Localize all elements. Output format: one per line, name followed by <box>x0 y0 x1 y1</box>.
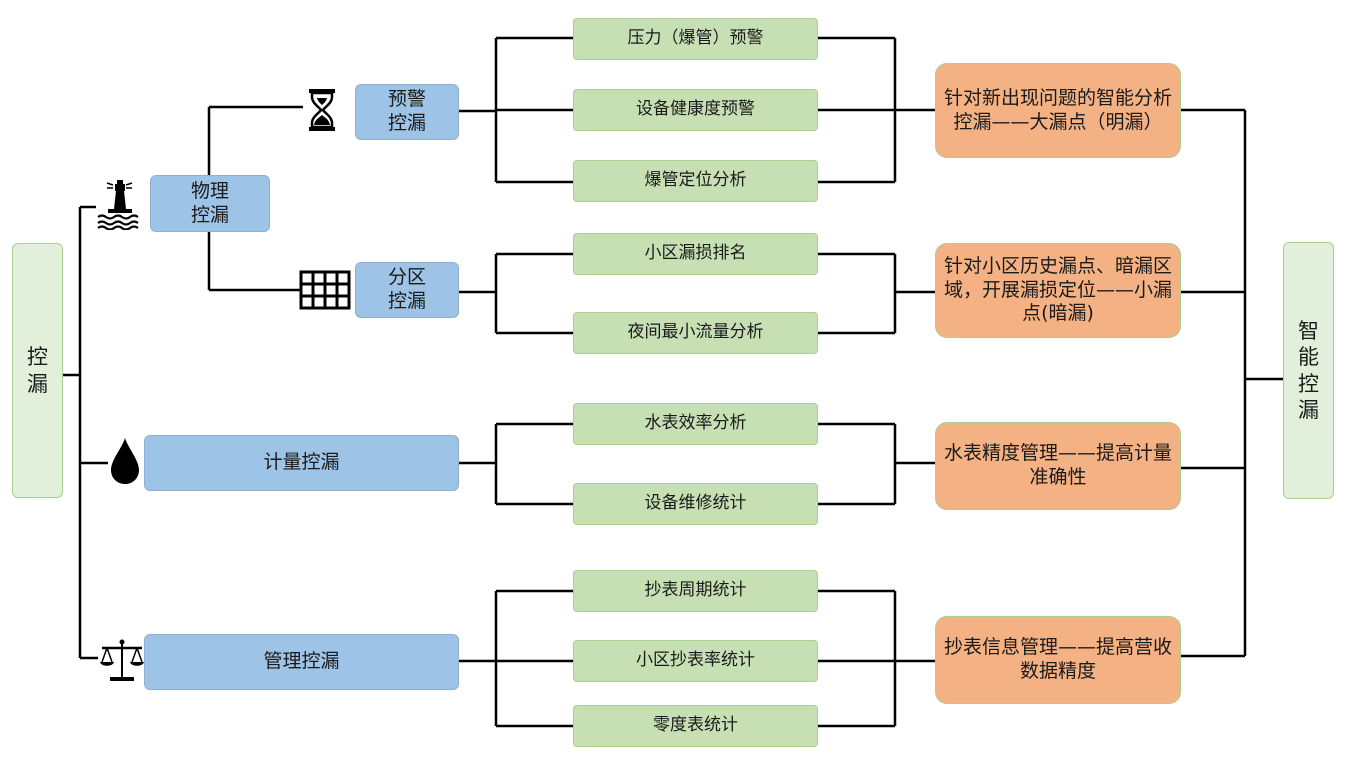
warning-node: 预警 控漏 <box>355 84 459 140</box>
warning-item: 压力（爆管）预警 <box>573 18 818 60</box>
management-item: 零度表统计 <box>573 705 818 747</box>
grid-icon <box>299 270 351 310</box>
warning-item: 爆管定位分析 <box>573 160 818 202</box>
scales-icon <box>100 639 144 681</box>
zone-node: 分区 控漏 <box>355 262 459 318</box>
metering-outcome: 水表精度管理——提高计量准确性 <box>935 422 1181 510</box>
metering-item: 水表效率分析 <box>573 403 818 445</box>
management-item: 抄表周期统计 <box>573 570 818 612</box>
result-node: 智 能 控 漏 <box>1283 242 1334 499</box>
water-drop-icon <box>111 438 139 484</box>
root-node: 控 漏 <box>12 243 63 498</box>
warning-item: 设备健康度预警 <box>573 89 818 131</box>
warning-outcome: 针对新出现问题的智能分析控漏——大漏点（明漏） <box>935 63 1181 158</box>
hourglass-icon <box>309 89 335 131</box>
metering-node: 计量控漏 <box>144 435 459 491</box>
lighthouse-icon <box>97 180 139 230</box>
zone-outcome: 针对小区历史漏点、暗漏区域，开展漏损定位——小漏点(暗漏) <box>935 243 1181 338</box>
metering-item: 设备维修统计 <box>573 483 818 525</box>
management-item: 小区抄表率统计 <box>573 640 818 682</box>
physical-node: 物理 控漏 <box>150 175 270 232</box>
zone-item: 小区漏损排名 <box>573 233 818 275</box>
zone-item: 夜间最小流量分析 <box>573 312 818 354</box>
management-outcome: 抄表信息管理——提高营收数据精度 <box>935 616 1181 704</box>
management-node: 管理控漏 <box>144 634 459 690</box>
